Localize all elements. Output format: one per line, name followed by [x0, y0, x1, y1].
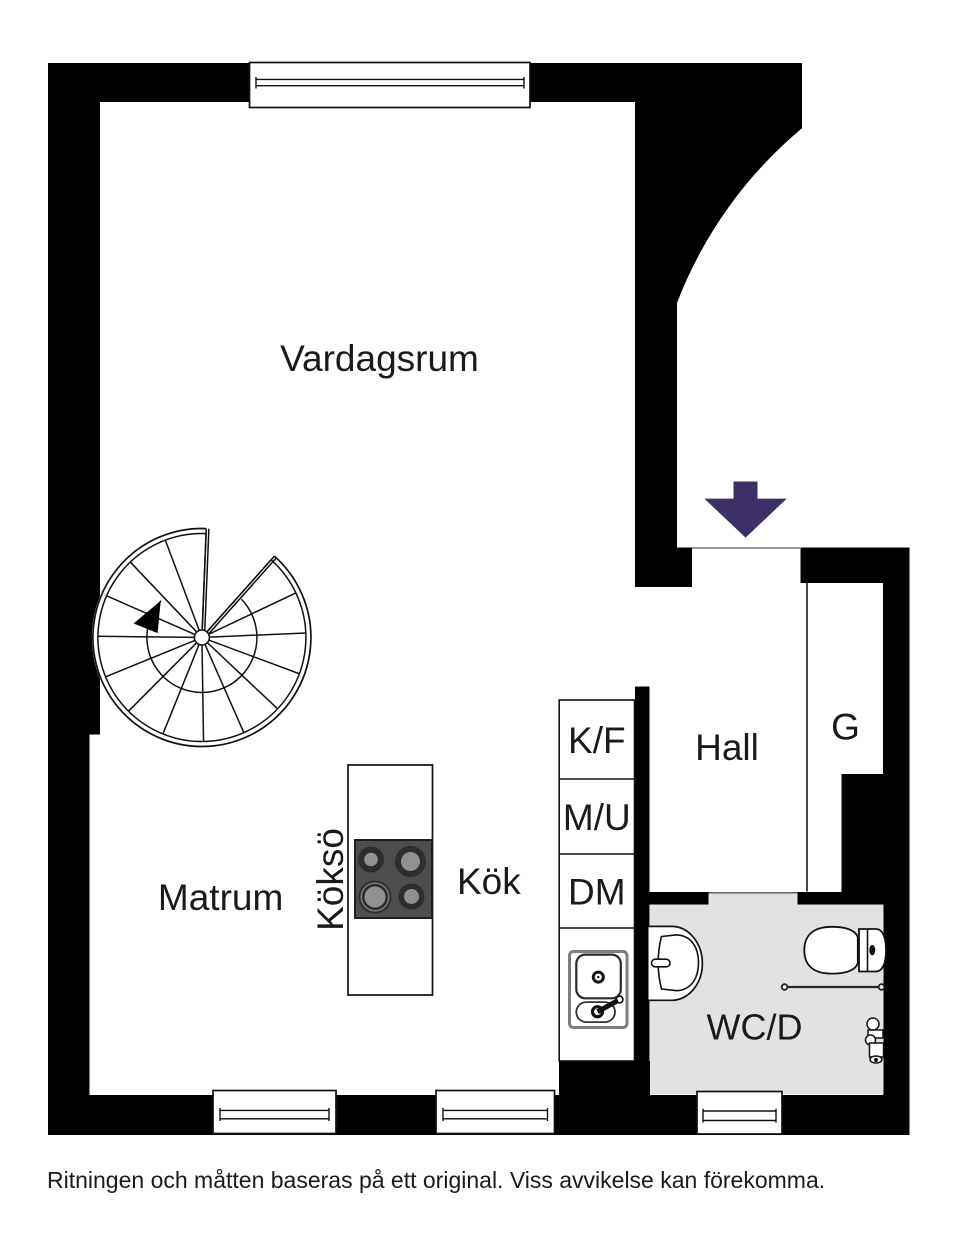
svg-text:Köksö: Köksö — [310, 828, 351, 931]
svg-text:Hall: Hall — [695, 727, 759, 768]
svg-text:G: G — [831, 707, 860, 748]
svg-text:M/U: M/U — [563, 797, 631, 838]
svg-text:Ritningen och måtten baseras p: Ritningen och måtten baseras på ett orig… — [47, 1167, 825, 1193]
svg-text:Kök: Kök — [457, 861, 521, 902]
svg-text:WC/D: WC/D — [707, 1007, 803, 1048]
svg-text:Matrum: Matrum — [158, 877, 283, 918]
svg-text:K/F: K/F — [568, 720, 626, 761]
svg-text:DM: DM — [568, 871, 626, 912]
svg-text:Vardagsrum: Vardagsrum — [280, 338, 479, 379]
